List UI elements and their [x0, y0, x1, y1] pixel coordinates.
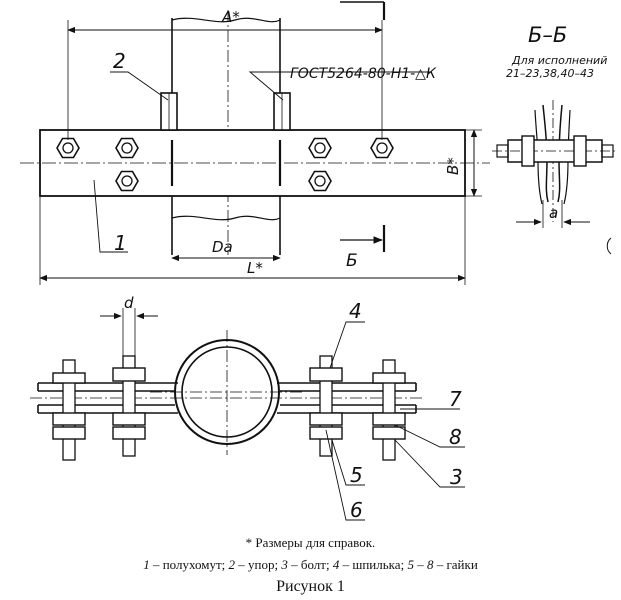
dim-a-small-label: a — [549, 204, 558, 222]
drawing-labels: A* ГОСТ5264-80-Н1-△К B* Da L* Б Б–Б Для … — [113, 8, 607, 522]
top-view — [20, 1, 490, 285]
position-8: 8 — [449, 425, 462, 449]
legend-text: – болт; — [287, 557, 333, 572]
part-legend: 1 – полухомут; 2 – упор; 3 – болт; 4 – ш… — [0, 557, 621, 573]
section-mark: Б — [346, 251, 358, 271]
footnote: * Размеры для справок. — [245, 535, 376, 550]
section-note-2: 21–23,38,40–43 — [506, 67, 594, 80]
dim-d-label: d — [124, 294, 134, 312]
legend-number: 3 — [281, 557, 288, 572]
position-1: 1 — [114, 231, 127, 255]
weld-note: ГОСТ5264-80-Н1-△К — [290, 66, 437, 82]
figure-title: Рисунок 1 — [276, 578, 345, 595]
section-view — [492, 100, 616, 255]
section-note-1: Для исполнений — [511, 54, 607, 67]
position-5: 5 — [350, 463, 363, 487]
position-2: 2 — [113, 49, 126, 73]
position-3: 3 — [450, 465, 463, 489]
position-4: 4 — [349, 299, 362, 323]
dim-da-label: Da — [212, 238, 233, 256]
dim-l-label: L* — [247, 259, 263, 277]
legend-text: – упор; — [235, 557, 282, 572]
front-view — [30, 308, 465, 521]
clamp-technical-drawing: A* ГОСТ5264-80-Н1-△К B* Da L* Б Б–Б Для … — [20, 1, 616, 522]
position-7: 7 — [449, 387, 462, 411]
legend-text: – шпилька; — [339, 557, 408, 572]
legend-number: 2 — [228, 557, 236, 572]
position-6: 6 — [350, 498, 363, 522]
legend-text: – гайки — [433, 557, 478, 572]
legend-number: 1 — [143, 557, 150, 572]
legend-number: 5 – 8 — [407, 557, 434, 572]
dim-a-label: A* — [221, 8, 240, 26]
section-title: Б–Б — [528, 23, 567, 47]
dim-b-label: B* — [444, 157, 462, 175]
legend-text: – полухомут; — [149, 557, 229, 572]
legend-number: 4 — [332, 557, 340, 572]
